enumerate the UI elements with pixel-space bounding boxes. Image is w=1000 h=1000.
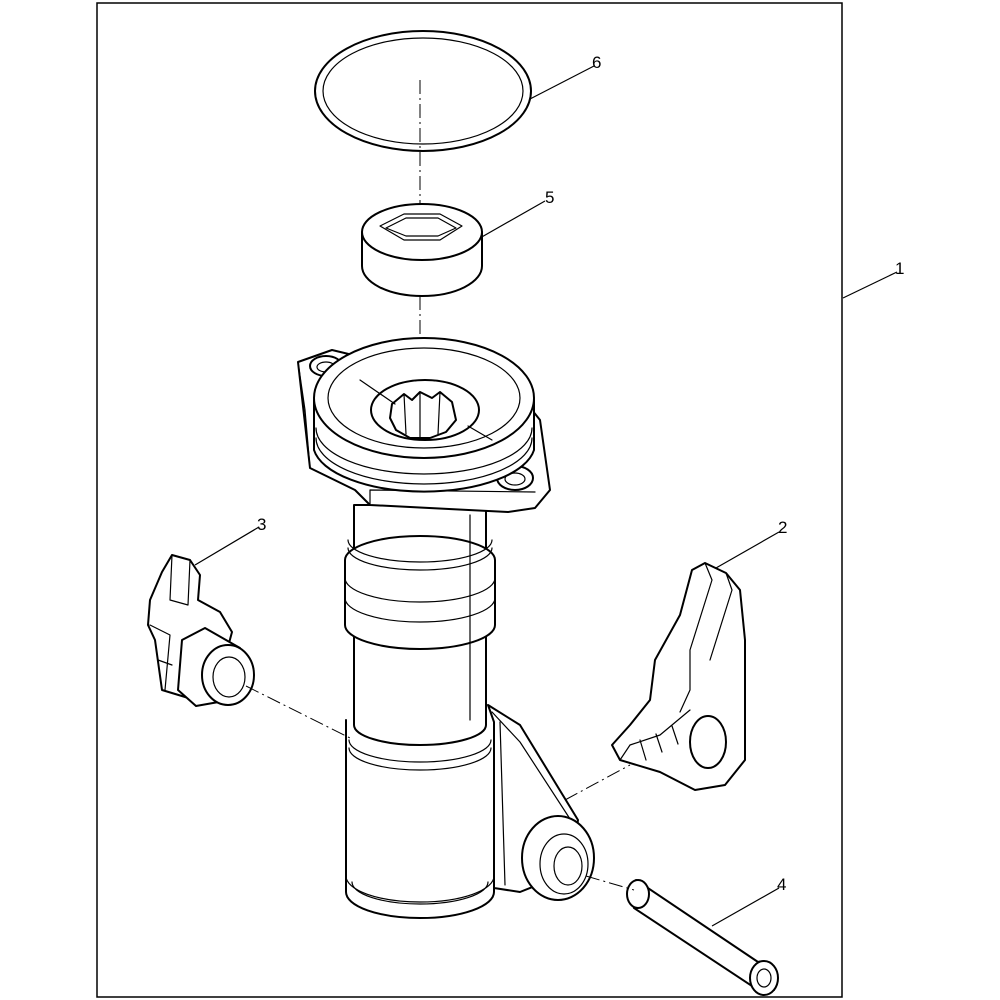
assembly-frame xyxy=(96,2,843,998)
callout-5: 5 xyxy=(545,188,554,207)
alignment-line-part3 xyxy=(245,685,351,739)
leader-line-5 xyxy=(479,200,546,239)
part-5-hex-bushing[interactable] xyxy=(361,203,483,297)
alignment-line-part4 xyxy=(585,875,635,891)
leader-line-6 xyxy=(529,65,595,100)
callout-2: 2 xyxy=(778,518,787,537)
leader-line-2 xyxy=(715,531,780,569)
leader-line-3 xyxy=(194,526,260,566)
part-4-pin[interactable] xyxy=(626,879,779,996)
leader-line-1 xyxy=(842,271,898,299)
part-2-lever[interactable] xyxy=(611,562,746,791)
callout-3: 3 xyxy=(257,515,266,534)
alignment-line-part2 xyxy=(564,764,631,801)
callout-1: 1 xyxy=(895,259,904,278)
callout-6: 6 xyxy=(592,53,601,72)
leader-line-4 xyxy=(711,887,780,927)
part-6-o-ring[interactable] xyxy=(314,30,532,152)
part-3-bracket-bushing[interactable] xyxy=(147,554,255,707)
part-1-housing[interactable] xyxy=(297,337,595,919)
callout-4: 4 xyxy=(777,875,786,894)
